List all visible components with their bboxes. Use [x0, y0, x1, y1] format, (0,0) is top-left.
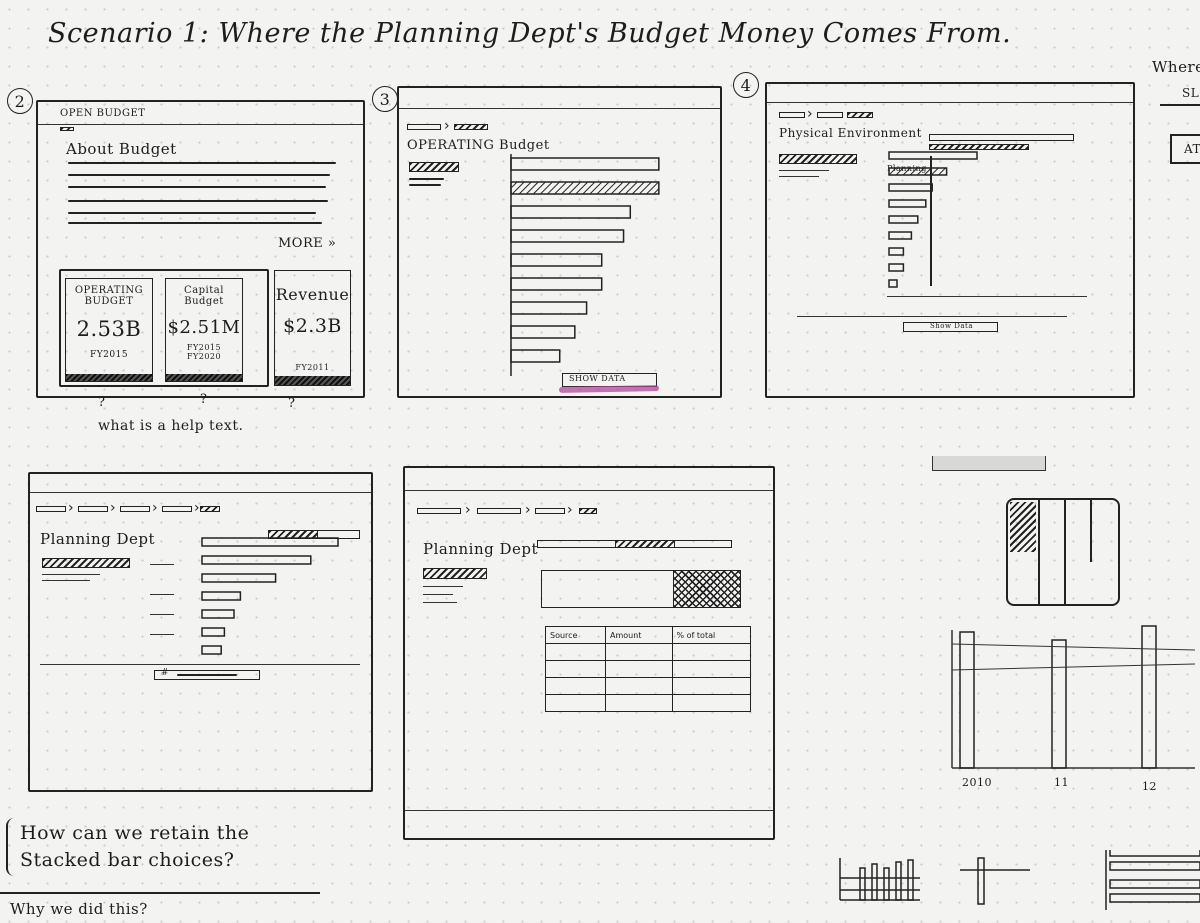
partial-where-text: Where — [1152, 58, 1200, 76]
why-question: Why we did this? — [10, 900, 148, 918]
more-link[interactable]: MORE » — [278, 236, 337, 251]
partial-button[interactable]: AT — [1170, 134, 1200, 164]
capital-budget-card[interactable]: Capital Budget $2.51M FY2015 FY2020 — [165, 278, 243, 382]
help-question-mark-1: ? — [98, 395, 106, 410]
table-header-percent: % of total — [671, 626, 752, 644]
stacked-bar — [541, 570, 741, 608]
axis-label-11: 11 — [1054, 776, 1069, 789]
physical-bar-5[interactable] — [888, 215, 919, 224]
wireframe-planning-dept-list: › › › › Planning Dept # — [28, 472, 373, 792]
planning-dept-title-2: Planning Dept — [423, 540, 539, 558]
wireframe-physical-environment: › Physical Environment Planning Show Dat… — [765, 82, 1135, 398]
eraser-ghost — [932, 456, 1046, 471]
source-table: Source Amount % of total — [545, 626, 752, 712]
help-question-mark-2: ? — [200, 392, 208, 407]
physical-bar-9[interactable] — [888, 279, 898, 288]
bottom-doodles — [839, 850, 1200, 910]
operating-bar-2[interactable] — [510, 181, 660, 195]
physical-environment-title: Physical Environment — [779, 126, 922, 140]
scenario-title: Scenario 1: Where the Planning Dept's Bu… — [48, 18, 1012, 49]
step-number-4: 4 — [733, 72, 759, 98]
revenue-card[interactable]: Revenue $2.3B FY2011 — [274, 270, 351, 386]
wireframe-planning-dept-table: › › › Planning Dept Source Amount % of t… — [403, 466, 775, 840]
physical-bar-2[interactable] — [888, 167, 948, 176]
partial-sl-text: SL — [1182, 86, 1200, 100]
about-budget-heading: About Budget — [66, 140, 177, 158]
operating-bar-6[interactable] — [510, 277, 603, 291]
partial-frame-right — [1160, 104, 1200, 106]
physical-bar-7[interactable] — [888, 247, 905, 256]
physical-bar-6[interactable] — [888, 231, 913, 240]
vertical-bars-sketch — [951, 625, 1196, 769]
note-bracket — [6, 818, 16, 876]
operating-bar-8[interactable] — [510, 325, 576, 339]
planning-bar-7[interactable] — [201, 645, 222, 655]
physical-bar-3[interactable] — [888, 183, 933, 192]
step-number-2: 2 — [7, 88, 33, 114]
operating-bar-5[interactable] — [510, 253, 603, 267]
show-data-button-2[interactable]: Show Data — [903, 322, 998, 332]
planning-bar-2[interactable] — [201, 555, 312, 565]
physical-bar-chart — [888, 151, 978, 288]
physical-bar-4[interactable] — [888, 199, 927, 208]
axis-label-2010: 2010 — [962, 776, 992, 789]
mini-grid-sketch — [1006, 498, 1120, 606]
wireframe-header: OPEN BUDGET — [60, 108, 146, 119]
operating-bar-1[interactable] — [510, 157, 660, 171]
note-divider — [0, 892, 320, 894]
operating-bar-7[interactable] — [510, 301, 588, 315]
physical-bar-1[interactable] — [888, 151, 978, 160]
operating-bar-9[interactable] — [510, 349, 561, 363]
wireframe-operating-budget: › OPERATING Budget SHOW DATA — [397, 86, 722, 398]
wireframe-open-budget: OPEN BUDGET About Budget MORE » OPERATIN… — [36, 100, 365, 398]
operating-budget-title: OPERATING Budget — [407, 138, 550, 153]
operating-budget-card[interactable]: OPERATING BUDGET 2.53B FY2015 — [65, 278, 153, 382]
planning-bar-5[interactable] — [201, 609, 235, 619]
help-question-mark-3: ? — [288, 396, 296, 411]
planning-dept-title: Planning Dept — [40, 530, 156, 548]
table-header-amount: Amount — [605, 626, 673, 644]
show-data-button-3[interactable]: # — [154, 668, 260, 680]
operating-bar-3[interactable] — [510, 205, 632, 219]
help-text-note: what is a help text. — [98, 418, 244, 434]
planning-bar-3[interactable] — [201, 573, 277, 583]
stacked-bar-question: How can we retain the Stacked bar choice… — [20, 822, 250, 871]
planning-bar-6[interactable] — [201, 627, 226, 637]
highlight-mark — [558, 385, 660, 393]
operating-bar-4[interactable] — [510, 229, 625, 243]
operating-bar-chart — [510, 154, 660, 376]
cards-group — [59, 269, 269, 387]
planning-bar-4[interactable] — [201, 591, 242, 601]
axis-label-12: 12 — [1142, 780, 1157, 793]
physical-bar-8[interactable] — [888, 263, 905, 272]
planning-dept-bar-chart — [201, 537, 339, 655]
planning-bar-1[interactable] — [201, 537, 339, 547]
table-header-source: Source — [545, 626, 606, 644]
step-number-3: 3 — [372, 86, 398, 112]
